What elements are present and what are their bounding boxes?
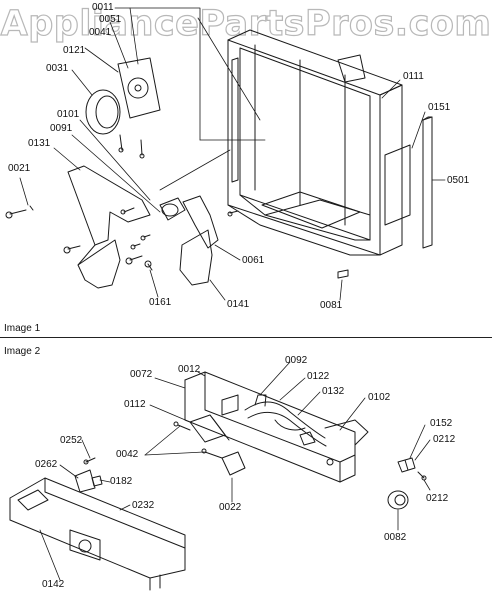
label-0041: 0041 xyxy=(89,27,112,38)
leaders-image2 xyxy=(39,361,431,581)
label-0072: 0072 xyxy=(130,369,153,380)
wire-harness xyxy=(244,394,327,447)
motor-0101 xyxy=(159,197,186,221)
label-0121: 0121 xyxy=(63,45,86,56)
fan-assembly xyxy=(85,57,161,159)
label-0152: 0152 xyxy=(430,418,453,429)
label-0151: 0151 xyxy=(428,102,451,113)
leaders-image1 xyxy=(19,7,446,301)
label-0061: 0061 xyxy=(242,255,265,266)
label-0212-bottom: 0212 xyxy=(426,493,449,504)
screws-image1 xyxy=(5,205,349,279)
image1-title: Image 1 xyxy=(4,323,41,334)
label-0122: 0122 xyxy=(307,371,330,382)
label-0102: 0102 xyxy=(368,392,391,403)
label-0022: 0022 xyxy=(219,502,242,513)
label-0262: 0262 xyxy=(35,459,58,470)
strip-0501 xyxy=(422,116,433,249)
evaporator-housing-0111 xyxy=(227,29,403,256)
label-0131: 0131 xyxy=(28,138,51,149)
label-0031: 0031 xyxy=(46,63,69,74)
label-0141: 0141 xyxy=(227,299,250,310)
label-0142: 0142 xyxy=(42,579,65,590)
watermark: AppliancePartsPros.com xyxy=(0,3,492,44)
label-0112: 0112 xyxy=(124,399,146,410)
label-0161: 0161 xyxy=(149,297,172,308)
section-divider xyxy=(0,337,492,338)
bracket-0131 xyxy=(67,165,151,289)
label-0092: 0092 xyxy=(285,355,308,366)
drain-pan xyxy=(261,191,361,229)
label-0012: 0012 xyxy=(178,364,201,375)
control-panel-0232 xyxy=(9,477,186,591)
damper-0152 xyxy=(397,457,416,473)
label-0252: 0252 xyxy=(60,435,83,446)
label-0501: 0501 xyxy=(447,175,470,186)
label-0101: 0101 xyxy=(57,109,80,120)
label-0232: 0232 xyxy=(132,500,155,511)
switch-0022 xyxy=(221,451,246,476)
label-0132: 0132 xyxy=(322,386,345,397)
label-0212-top: 0212 xyxy=(433,434,456,445)
label-0182: 0182 xyxy=(110,476,133,487)
image2-title: Image 2 xyxy=(4,346,41,357)
label-0091: 0091 xyxy=(50,123,73,134)
label-0011: 0011 xyxy=(92,2,114,13)
clip-0262 xyxy=(74,469,96,493)
side-panel-0151 xyxy=(384,144,411,226)
label-0082: 0082 xyxy=(384,532,407,543)
knob-0082 xyxy=(387,490,409,510)
label-0081: 0081 xyxy=(320,300,343,311)
clip-0182 xyxy=(91,475,103,487)
label-0051: 0051 xyxy=(99,14,122,25)
label-0042: 0042 xyxy=(116,449,139,460)
label-0021: 0021 xyxy=(8,163,31,174)
bracket-0141 xyxy=(179,195,219,286)
label-0111: 0111 xyxy=(403,71,424,82)
